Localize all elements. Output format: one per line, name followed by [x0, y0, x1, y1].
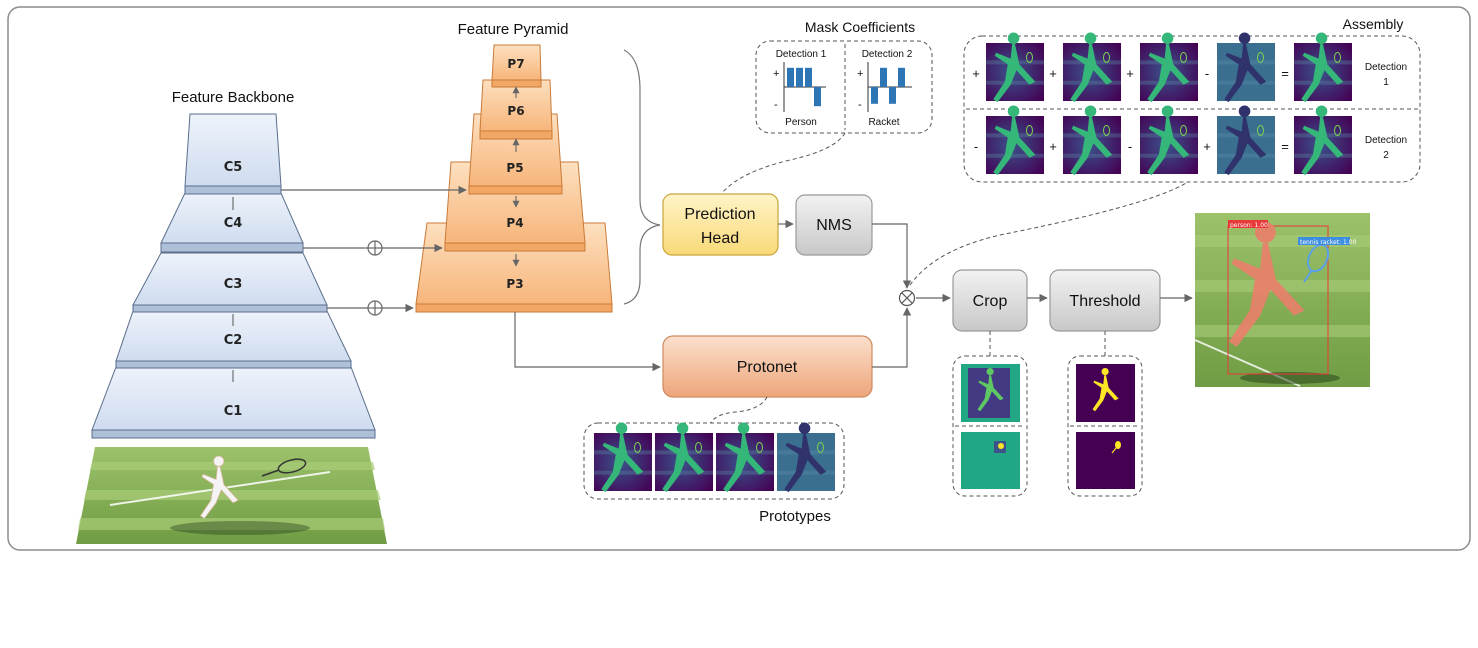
prediction-head-box: Prediction Head — [662, 193, 779, 256]
crop-box: Crop — [952, 269, 1028, 332]
assembly-rows: + + + - = Detection 1 - + - + = Detection 2 — [972, 32, 1407, 176]
nms-box: NMS — [795, 194, 873, 256]
svg-text:Head: Head — [701, 230, 739, 247]
threshold-result-person — [1076, 364, 1135, 422]
assembly-sign: - — [1128, 139, 1132, 154]
svg-text:person: 1.00: person: 1.00 — [1230, 222, 1268, 229]
svg-text:+: + — [773, 68, 779, 80]
svg-text:+: + — [857, 68, 863, 80]
assembly-prototype-tile — [1217, 105, 1275, 176]
pyramid-stack: P3 P4 P5 P6 P7 — [415, 44, 613, 313]
assembly-detection-label: Detection — [1365, 62, 1407, 73]
threshold-result-racket — [1076, 432, 1135, 489]
person-label-tag — [1228, 220, 1268, 228]
assembly-sign: + — [1126, 66, 1134, 81]
assembly-detection-label: 1 — [1383, 77, 1389, 88]
assembly-row: + + + - = Detection 1 — [972, 32, 1407, 103]
backbone-level-c5: C5 — [224, 160, 243, 175]
svg-text:Protonet: Protonet — [737, 359, 798, 376]
assembly-row: - + - + = Detection 2 — [974, 105, 1407, 176]
prototype-tile — [716, 422, 774, 493]
mask-coefficients-panel — [755, 40, 933, 134]
assembly-prototype-tile — [986, 32, 1044, 103]
assembly-prototype-tile — [1140, 32, 1198, 103]
prototype-tiles — [594, 422, 835, 493]
svg-text:Racket: Racket — [868, 117, 899, 128]
svg-text:-: - — [774, 99, 778, 111]
assembly-detection-label: Detection — [1365, 135, 1407, 146]
assembly-sign: - — [974, 139, 978, 154]
assembly-prototype-tile — [1063, 105, 1121, 176]
pyramid-level-p7: P7 — [507, 57, 524, 71]
assembly-detection-label: 2 — [1383, 150, 1389, 161]
combine-operator — [898, 289, 916, 307]
assembly-result-tile — [1294, 105, 1352, 176]
prototypes-label: Prototypes — [759, 508, 831, 525]
racket-label-tag — [1298, 237, 1350, 245]
coefficient-bar — [814, 87, 821, 107]
input-image — [76, 447, 387, 544]
threshold-box: Threshold — [1049, 269, 1161, 332]
svg-text:tennis racket: 1.00: tennis racket: 1.00 — [1300, 239, 1357, 246]
assembly-sign: + — [1203, 139, 1211, 154]
coefficient-bar — [787, 67, 794, 87]
assembly-sign: - — [1205, 66, 1209, 81]
output-image: person: 1.00 tennis racket: 1.00 — [1194, 213, 1370, 387]
pyramid-level-p6: P6 — [507, 104, 524, 118]
pyramid-brace — [623, 49, 661, 305]
svg-text:Detection 1: Detection 1 — [776, 49, 827, 60]
svg-text:Prediction: Prediction — [684, 206, 755, 223]
assembly-link — [909, 182, 1187, 286]
pyramid-level-p5: P5 — [506, 161, 523, 175]
svg-text:Detection 2: Detection 2 — [862, 49, 913, 60]
assembly-result-tile — [1294, 32, 1352, 103]
assembly-sign: + — [1049, 66, 1057, 81]
backbone-title: Feature Backbone — [172, 89, 295, 106]
svg-text:Crop: Crop — [973, 293, 1008, 310]
coefficient-bar — [805, 67, 812, 87]
protonet-box: Protonet — [662, 335, 873, 398]
assembly-prototype-tile — [1140, 105, 1198, 176]
pyramid-level-p4: P4 — [506, 216, 523, 230]
assembly-title: Assembly — [1343, 16, 1404, 32]
svg-text:Person: Person — [785, 117, 817, 128]
backbone-level-c3: C3 — [224, 277, 243, 292]
crop-result-person — [961, 364, 1020, 422]
coefficient-bar — [889, 87, 896, 104]
svg-text:Threshold: Threshold — [1069, 293, 1140, 310]
svg-text:-: - — [858, 99, 862, 111]
person-bounding-box — [1227, 225, 1329, 375]
coefficient-bar — [880, 67, 887, 87]
pyramid-level-p3: P3 — [506, 277, 523, 291]
pyramid-title: Feature Pyramid — [458, 21, 569, 38]
backbone-level-c2: C2 — [224, 333, 243, 348]
prototype-tile — [655, 422, 713, 493]
coefficient-bar — [871, 87, 878, 104]
assembly-sign: + — [1049, 139, 1057, 154]
coefficient-detection-1: Detection 1 Person + - — [773, 49, 827, 128]
diagram-frame — [7, 6, 1471, 551]
assembly-equals: = — [1281, 139, 1289, 154]
assembly-prototype-tile — [986, 105, 1044, 176]
mask-coefficients-title: Mask Coefficients — [805, 19, 915, 35]
prototype-tile — [777, 422, 835, 493]
prototype-tile — [594, 422, 652, 493]
backbone-level-c1: C1 — [224, 404, 243, 419]
flow-arrows — [514, 219, 1193, 372]
backbone-level-c4: C4 — [224, 216, 243, 231]
coefficients-link — [721, 132, 846, 194]
crop-result-racket — [961, 432, 1020, 489]
assembly-prototype-tile — [1217, 32, 1275, 103]
svg-text:NMS: NMS — [816, 217, 852, 234]
coefficient-bar — [898, 67, 905, 87]
assembly-equals: = — [1281, 66, 1289, 81]
assembly-prototype-tile — [1063, 32, 1121, 103]
assembly-sign: + — [972, 66, 980, 81]
coefficient-detection-2: Detection 2 Racket + - — [857, 49, 913, 128]
backbone-stack: C1 C2 C3 C4 C5 — [91, 113, 376, 439]
lateral-connections — [281, 185, 467, 316]
coefficient-bar — [796, 67, 803, 87]
